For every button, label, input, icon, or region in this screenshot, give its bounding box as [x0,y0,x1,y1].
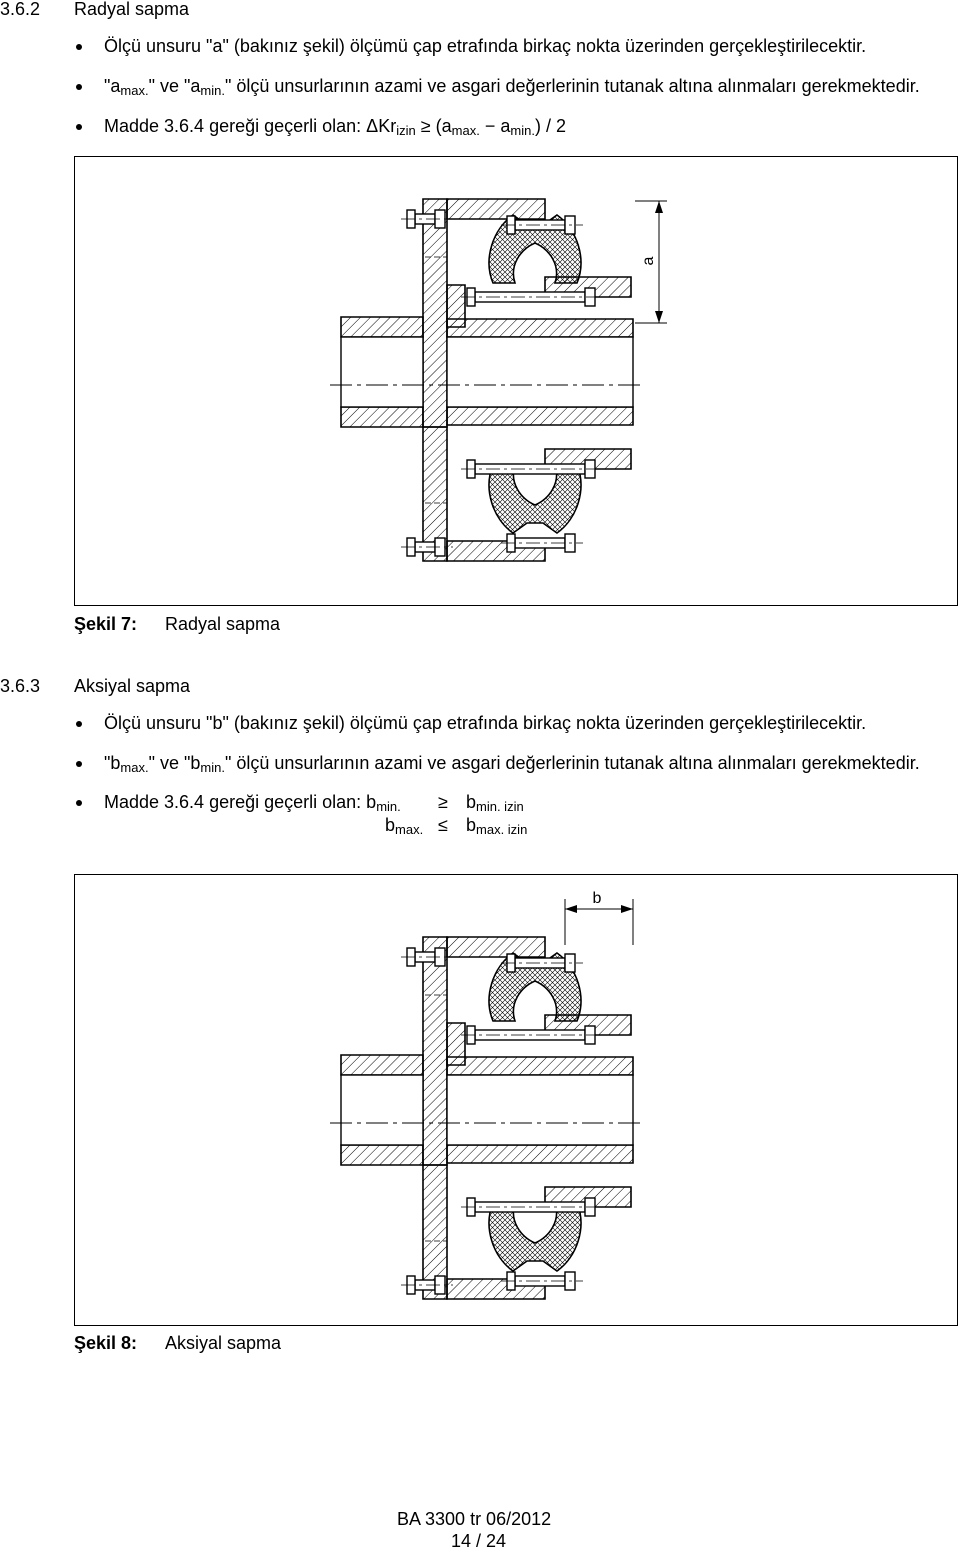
figure-caption-label: Şekil 8: [74,1333,138,1353]
bolt [401,1275,453,1295]
figure-caption-label: Şekil 7: [74,614,138,634]
bullet-dot [76,84,82,90]
section-number: 3.6.3 [0,676,41,696]
bullet-text: Madde 3.6.4 gereği geçerli olan: ΔKrizin… [104,116,566,138]
bullet-text: Madde 3.6.4 gereği geçerli olan: bmin. [104,792,401,814]
hub-body [446,1056,634,1076]
bolt [461,287,603,307]
figure-caption-text: Aksiyal sapma [165,1333,282,1353]
rubber-element [488,1202,582,1272]
bolt [501,533,583,553]
bullet-text: bmin. izin [466,792,524,814]
hub-body [340,406,424,428]
hub-body [340,1054,424,1076]
coupling-drawing: a [330,198,667,562]
bullet-dot [76,44,82,50]
hub-body [446,406,634,426]
bullet-dot [76,761,82,767]
bullet-text: bmax. izin [466,815,528,837]
bullet-text: "bmax." ve "bmin." ölçü unsurlarının aza… [104,753,920,775]
bullet-text: Ölçü unsuru "a" (bakınız şekil) ölçümü ç… [104,36,867,56]
bolt [461,459,603,479]
hub-body [340,1144,424,1166]
section-title: Aksiyal sapma [74,676,191,696]
bolt [461,1025,603,1045]
figure-axial-misalignment: b [74,874,958,1326]
bolt [501,953,583,973]
bolt [461,1197,603,1217]
comparison-symbol: ≥ [438,792,448,812]
figure-caption-text: Radyal sapma [165,614,281,634]
bolt [501,215,583,235]
dimension-a: a [635,200,667,324]
hub-body [446,318,634,338]
bullet-dot [76,124,82,130]
bolt [401,537,453,557]
dimension-label: a [640,256,657,265]
hub-flange [422,936,448,1166]
coupling-drawing: b [330,890,645,1300]
section-title: Radyal sapma [74,0,190,19]
hub-flange [422,198,448,428]
rubber-element [488,464,582,534]
document-reference: BA 3300 tr 06/2012 [397,1509,552,1529]
bullet-text: bmax. [385,815,424,837]
section-number: 3.6.2 [0,0,41,19]
bullet-text: "amax." ve "amin." ölçü unsurlarının aza… [104,76,920,98]
bullet-dot [76,721,82,727]
bullet-dot [76,800,82,806]
dimension-label: b [593,890,602,907]
flange-plate [446,936,546,958]
dimension-b: b [564,890,634,945]
bullet-text: Ölçü unsuru "b" (bakınız şekil) ölçümü ç… [104,713,867,733]
flange-plate [446,198,546,220]
page-number: 14 / 24 [451,1531,507,1551]
hub-body [446,1144,634,1164]
figure-radial-misalignment: a [74,156,958,606]
bolt [401,209,453,229]
comparison-symbol: ≤ [438,815,448,835]
bolt [501,1271,583,1291]
hub-body [340,316,424,338]
bolt [401,947,453,967]
